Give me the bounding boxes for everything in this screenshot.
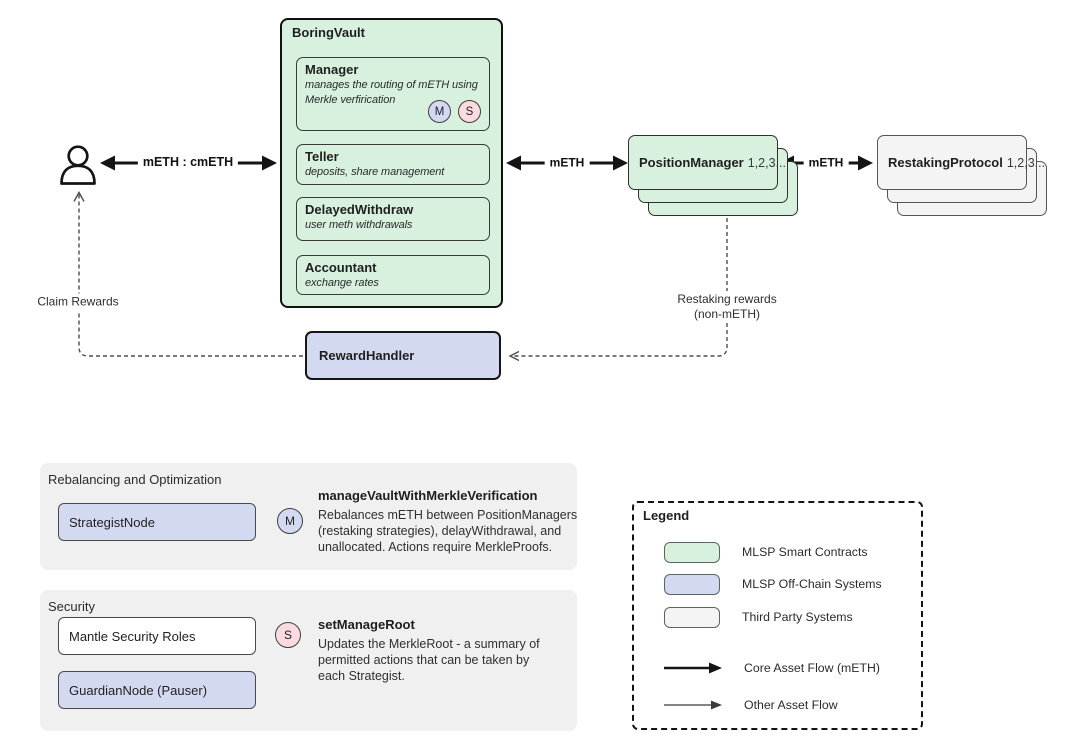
user-vault-arrow-label: mETH : cmETH (137, 154, 239, 172)
security-function-desc: Updates the MerkleRoot - a summary of pe… (318, 637, 540, 684)
legend-label-offchain: MLSP Off-Chain Systems (742, 577, 882, 591)
legend-row-other-flow: Other Asset Flow (664, 694, 913, 716)
manager-module-box: Manager manages the routing of mETH usin… (296, 57, 490, 131)
legend-row-offchain: MLSP Off-Chain Systems (664, 573, 913, 595)
manager-badge-m: M (428, 100, 451, 123)
rebalancing-badge-m: M (277, 508, 303, 534)
guardian-node-box: GuardianNode (Pauser) (58, 671, 256, 709)
claim-rewards-label: Claim Rewards (32, 293, 124, 311)
security-function: setManageRoot Updates the MerkleRoot - a… (318, 617, 580, 684)
manager-module-name: Manager (305, 62, 359, 77)
legend-row-core-flow: Core Asset Flow (mETH) (664, 657, 913, 679)
security-badge-s: S (275, 622, 301, 648)
legend-row-third-party: Third Party Systems (664, 606, 913, 628)
legend-swatch-green (664, 541, 720, 563)
delayedwithdraw-module-name: DelayedWithdraw (305, 202, 414, 217)
rebalancing-function: manageVaultWithMerkleVerification Rebala… (318, 488, 580, 555)
rebalancing-panel: Rebalancing and Optimization StrategistN… (40, 463, 577, 570)
reward-handler-box: RewardHandler (305, 331, 501, 380)
position-manager-card: PositionManager 1,2,3... (628, 135, 786, 190)
accountant-module-desc: exchange rates (305, 277, 379, 290)
legend-title: Legend (643, 508, 690, 523)
teller-module-desc: deposits, share management (305, 166, 445, 179)
user-icon (60, 145, 96, 185)
position-manager-name: PositionManager (639, 155, 744, 170)
restaking-protocol-name: RestakingProtocol (888, 155, 1003, 170)
rebalancing-panel-title: Rebalancing and Optimization (48, 472, 222, 487)
legend-box: Legend MLSP Smart Contracts MLSP Off-Cha… (632, 501, 923, 730)
manager-badges: M S (428, 100, 481, 123)
legend-label-core-flow: Core Asset Flow (mETH) (744, 661, 880, 675)
manager-badge-s: S (458, 100, 481, 123)
claim-rewards-flow (73, 191, 303, 357)
boring-vault-box: BoringVault Manager manages the routing … (280, 18, 503, 308)
restaking-protocol-card: RestakingProtocol 1,2,3... (877, 135, 1045, 190)
legend-label-other-flow: Other Asset Flow (744, 698, 838, 712)
mantle-security-roles-box: Mantle Security Roles (58, 617, 256, 655)
rebalancing-function-name: manageVaultWithMerkleVerification (318, 488, 538, 503)
restaking-rewards-label-line2: (non-mETH) (693, 307, 760, 321)
position-manager-suffix: 1,2,3... (747, 155, 786, 170)
thick-arrow-icon (664, 662, 722, 674)
security-panel: Security Mantle Security Roles S Guardia… (40, 590, 577, 731)
strategist-node-box: StrategistNode (58, 503, 256, 541)
pm-rp-arrow-label: mETH (803, 154, 849, 172)
teller-module-name: Teller (305, 149, 339, 164)
vault-pm-arrow-label: mETH (544, 154, 590, 172)
security-function-name: setManageRoot (318, 617, 415, 632)
legend-label-smart-contracts: MLSP Smart Contracts (742, 545, 868, 559)
delayedwithdraw-module-desc: user meth withdrawals (305, 219, 413, 232)
boring-vault-title: BoringVault (292, 25, 365, 40)
restaking-rewards-label-line1: Restaking rewards (677, 292, 777, 306)
teller-module-box: Teller deposits, share management (296, 144, 490, 185)
restaking-rewards-flow (508, 218, 728, 362)
thin-arrow-icon (664, 700, 722, 710)
accountant-module-box: Accountant exchange rates (296, 255, 490, 295)
legend-row-smart-contracts: MLSP Smart Contracts (664, 541, 913, 563)
delayedwithdraw-module-box: DelayedWithdraw user meth withdrawals (296, 197, 490, 241)
rebalancing-function-desc: Rebalances mETH between PositionManagers… (318, 508, 578, 555)
accountant-module-name: Accountant (305, 260, 377, 275)
legend-swatch-gray (664, 606, 720, 628)
legend-swatch-lavender (664, 573, 720, 595)
security-panel-title: Security (48, 599, 95, 614)
restaking-protocol-suffix: 1,2,3... (1006, 155, 1046, 170)
restaking-rewards-label: Restaking rewards (non-mETH) (672, 291, 782, 323)
manager-module-desc: manages the routing of mETH using Merkle… (305, 79, 478, 106)
legend-label-third-party: Third Party Systems (742, 610, 853, 624)
